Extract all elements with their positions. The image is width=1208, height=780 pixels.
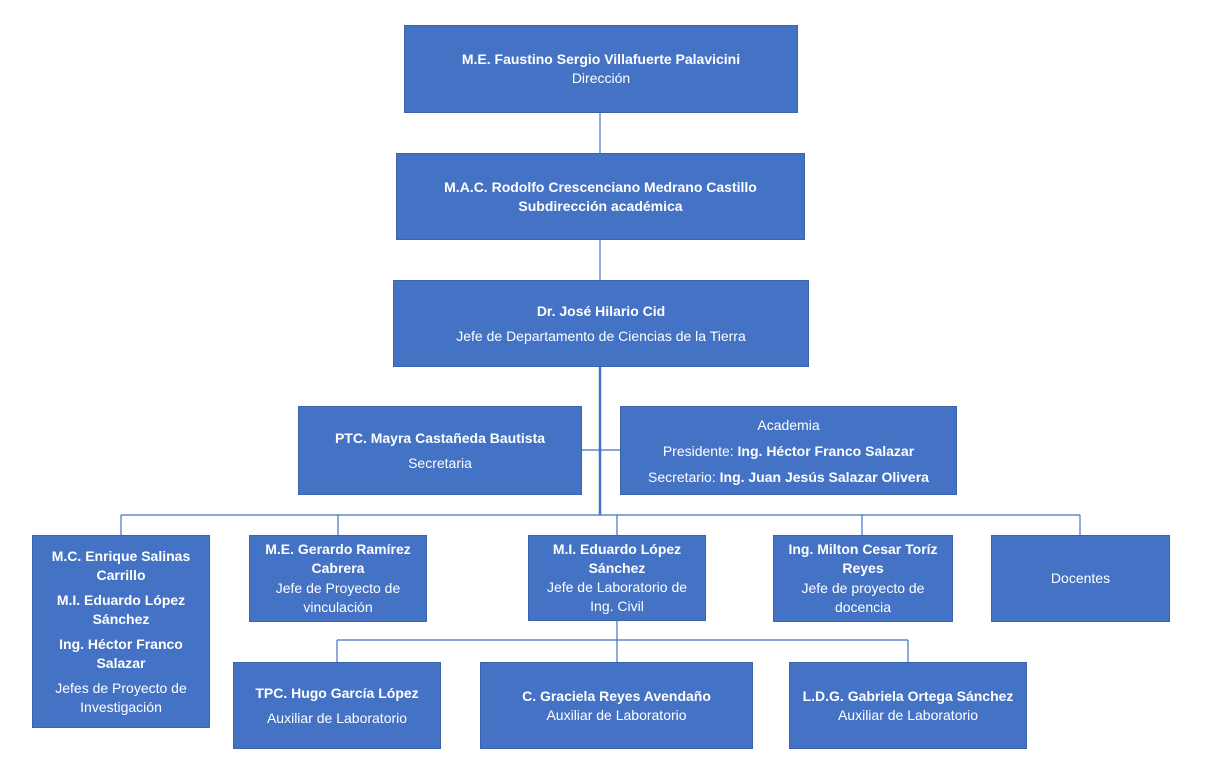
node-academia-title: Academia [757,416,820,433]
node-aux-hugo-role: Auxiliar de Laboratorio [266,709,408,726]
node-docencia: Ing. Milton Cesar Toríz Reyes Jefe de pr… [773,535,953,622]
node-docentes-role: Docentes [1050,570,1111,586]
node-laboratorio-name: M.I. Eduardo López Sánchez [552,541,682,576]
node-investigacion-name3: Ing. Héctor Franco Salazar [59,635,183,671]
node-direccion-role: Dirección [571,70,631,86]
academia-presidente-label: Presidente: [662,442,734,459]
node-vinculacion-role: Jefe de Proyecto de vinculación [275,580,401,615]
node-academia-secretario: Secretario: Ing. Juan Jesús Salazar Oliv… [648,464,929,490]
node-subdireccion: M.A.C. Rodolfo Crescenciano Medrano Cast… [396,153,805,240]
node-secretaria-name: PTC. Mayra Castañeda Bautista [334,429,546,446]
node-aux-hugo: TPC. Hugo García López Auxiliar de Labor… [233,662,441,749]
node-direccion-name: M.E. Faustino Sergio Villafuerte Palavic… [461,51,741,67]
node-subdireccion-role: Subdirección académica [518,197,683,214]
node-aux-hugo-name: TPC. Hugo García López [255,684,419,701]
node-secretaria: PTC. Mayra Castañeda Bautista Secretaria [298,406,582,495]
academia-presidente-name: Ing. Héctor Franco Salazar [737,442,915,459]
node-laboratorio: M.I. Eduardo López Sánchez Jefe de Labor… [528,535,706,621]
node-aux-gabriela: L.D.G. Gabriela Ortega Sánchez Auxiliar … [789,662,1027,749]
node-investigacion: M.C. Enrique Salinas Carrillo M.I. Eduar… [32,535,210,728]
node-secretaria-role: Secretaria [408,454,472,471]
node-docentes: Docentes [991,535,1170,622]
node-jefe-departamento: Dr. José Hilario Cid Jefe de Departament… [393,280,809,367]
node-jefe-departamento-role: Jefe de Departamento de Ciencias de la T… [456,327,746,344]
node-academia-presidente: Presidente: Ing. Héctor Franco Salazar [663,438,914,464]
academia-secretario-name: Ing. Juan Jesús Salazar Olivera [719,468,929,485]
node-laboratorio-role: Jefe de Laboratorio de Ing. Civil [546,579,688,614]
node-investigacion-name1: M.C. Enrique Salinas Carrillo [51,547,191,583]
node-academia: Academia Presidente: Ing. Héctor Franco … [620,406,957,495]
academia-secretario-label: Secretario: [648,468,716,485]
node-aux-graciela: C. Graciela Reyes Avendaño Auxiliar de L… [480,662,753,749]
node-direccion: M.E. Faustino Sergio Villafuerte Palavic… [404,25,798,113]
node-investigacion-name2: M.I. Eduardo López Sánchez [56,591,186,627]
node-aux-graciela-role: Auxiliar de Laboratorio [546,706,687,723]
node-docencia-role: Jefe de proyecto de docencia [801,580,925,615]
node-subdireccion-name: M.A.C. Rodolfo Crescenciano Medrano Cast… [444,178,757,195]
node-investigacion-role: Jefes de Proyecto de Investigación [55,679,187,715]
node-aux-gabriela-role: Auxiliar de Laboratorio [837,706,979,723]
node-vinculacion-name: M.E. Gerardo Ramírez Cabrera [265,541,411,576]
node-docencia-name: Ing. Milton Cesar Toríz Reyes [788,541,938,576]
node-vinculacion: M.E. Gerardo Ramírez Cabrera Jefe de Pro… [249,535,427,622]
node-aux-gabriela-name: L.D.G. Gabriela Ortega Sánchez [802,687,1014,704]
node-aux-graciela-text: C. Graciela Reyes Avendaño Auxiliar de L… [503,687,730,725]
node-aux-graciela-name: C. Graciela Reyes Avendaño [522,687,711,704]
node-jefe-departamento-name: Dr. José Hilario Cid [536,302,666,319]
